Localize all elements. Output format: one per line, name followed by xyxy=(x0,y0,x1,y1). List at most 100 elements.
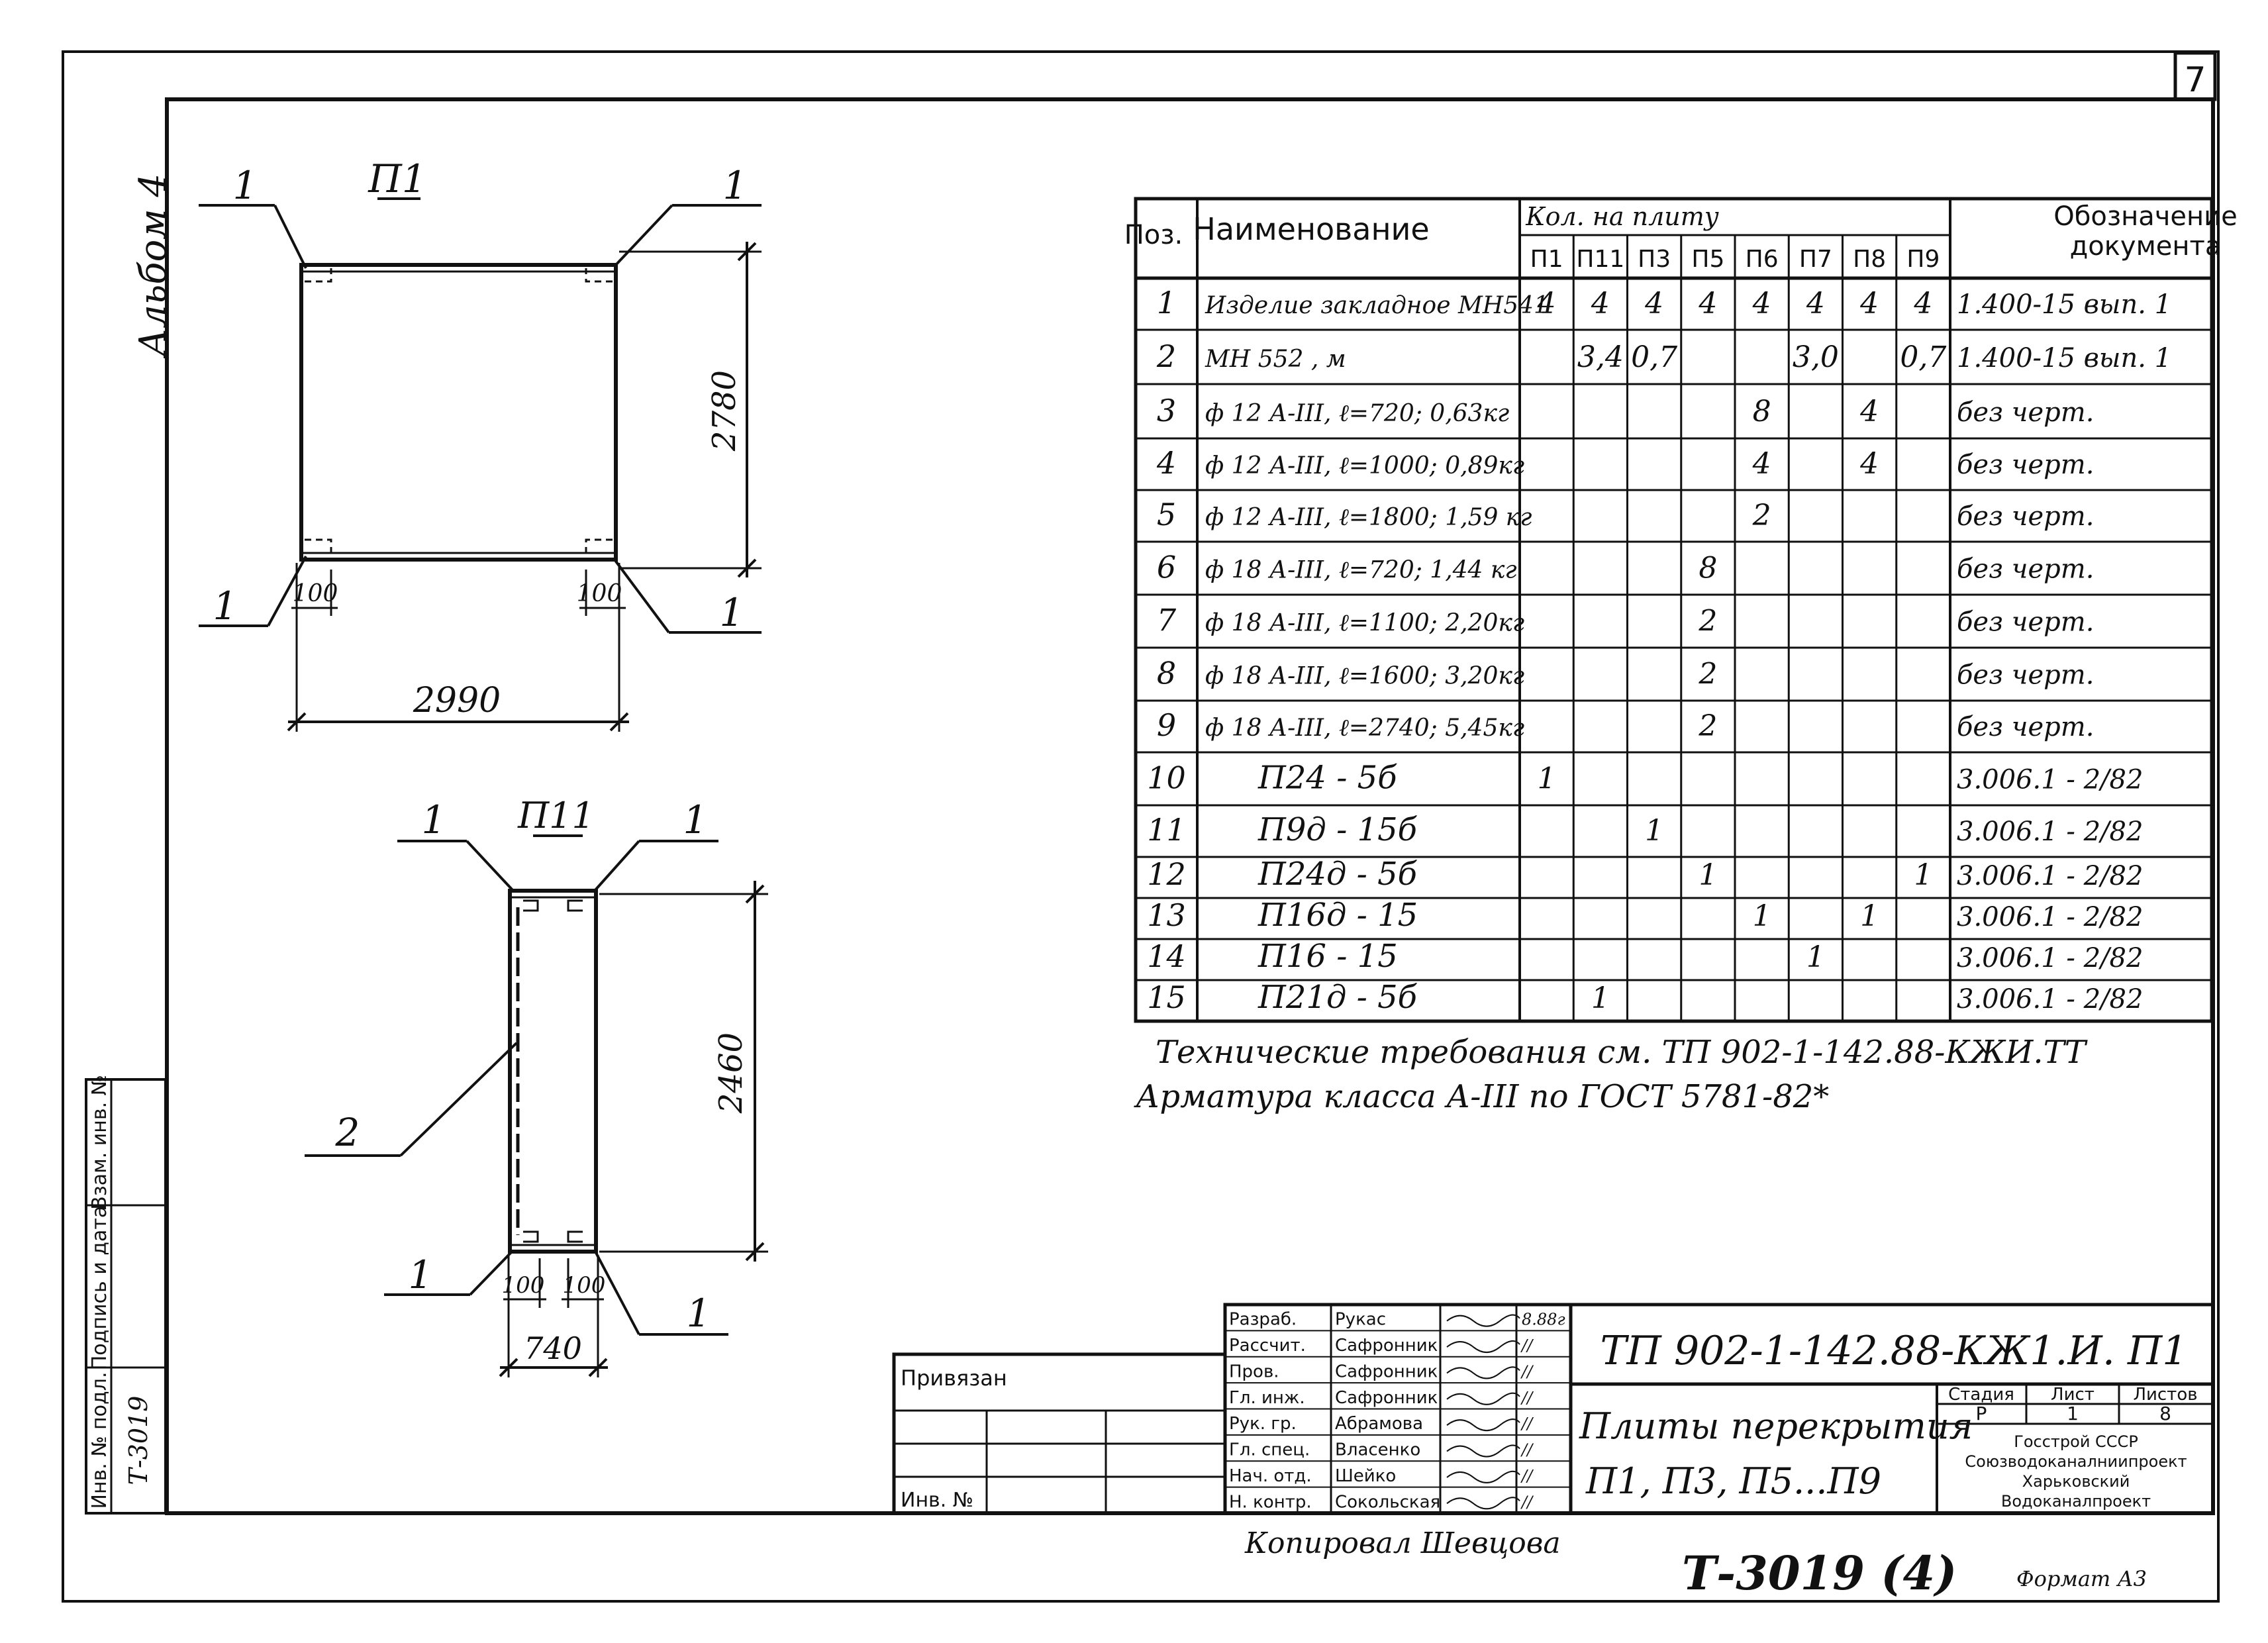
p11-title: П11 xyxy=(517,795,595,836)
p1-dim-offset-left: 100 xyxy=(293,580,338,607)
signature-date: // xyxy=(1520,1467,1534,1485)
spec-qty: 2 xyxy=(1698,709,1717,743)
signature-date: 8.88г xyxy=(1522,1311,1565,1329)
signature-name: Рукас xyxy=(1335,1310,1386,1330)
binding-block: Привязан Инв. № xyxy=(892,1352,1227,1515)
signature-name: Сафронник xyxy=(1335,1388,1438,1408)
spec-doc: 1.400-15 вып. 1 xyxy=(1957,289,2171,320)
drawing-p1: П1 1 1 1 1 2780 xyxy=(199,156,762,732)
spec-qty: 4 xyxy=(1752,447,1771,481)
spec-qty: 4 xyxy=(1806,287,1825,321)
signature-mark xyxy=(1446,1392,1520,1405)
signature-mark xyxy=(1446,1497,1520,1510)
signature-name: Сафронник xyxy=(1335,1362,1438,1381)
p11-callout-top-right: 1 xyxy=(683,797,708,842)
spec-qty: 0,7 xyxy=(1900,340,1946,374)
spec-name: П16 - 15 xyxy=(1257,938,1398,975)
spec-name: П24 - 5б xyxy=(1257,759,1397,796)
notes-line-1: Технические требования см. ТП 902-1-142.… xyxy=(1156,1034,2088,1071)
signature-name: Сокольская xyxy=(1335,1492,1440,1512)
signature-date: // xyxy=(1520,1441,1534,1460)
p1-dim-height: 2780 xyxy=(706,370,743,452)
spec-name: ф 12 А-III, ℓ=1000; 0,89кг xyxy=(1205,452,1524,479)
stamp-inv-number: Т-3019 xyxy=(124,1396,153,1485)
stamp-label-replace: Взам. инв. № xyxy=(88,1075,111,1210)
spec-qty: 4 xyxy=(1698,287,1717,321)
spec-name: ф 18 А-III, ℓ=1100; 2,20кг xyxy=(1205,609,1524,636)
spec-name: ф 18 А-III, ℓ=2740; 5,45кг xyxy=(1205,715,1524,742)
signature-mark xyxy=(1446,1314,1520,1327)
signature-name: Шейко xyxy=(1335,1466,1396,1486)
sheets-value: 8 xyxy=(2159,1403,2171,1424)
signature-name: Сафронник xyxy=(1335,1336,1438,1356)
spec-qty: 8 xyxy=(1699,551,1717,585)
signature-row: Нач. отд. Шейко // xyxy=(1229,1466,1534,1486)
spec-header-pos: Поз. xyxy=(1124,220,1183,250)
stage-value: Р xyxy=(1976,1403,1987,1424)
plate-col-4: П5 xyxy=(1691,246,1724,273)
spec-pos: 7 xyxy=(1157,602,1177,638)
spec-pos: 14 xyxy=(1147,938,1186,974)
signature-role: Гл. спец. xyxy=(1229,1440,1310,1460)
spec-qty: 8 xyxy=(1753,395,1771,428)
signature-date: // xyxy=(1520,1415,1534,1433)
signature-mark xyxy=(1446,1444,1520,1458)
spec-name: П21д - 5б xyxy=(1257,979,1418,1016)
notes-line-2: Арматура класса А-III по ГОСТ 5781-82* xyxy=(1134,1078,1829,1115)
signature-role: Нач. отд. xyxy=(1229,1466,1312,1486)
plate-col-3: П3 xyxy=(1638,246,1671,273)
p1-callout-bottom-right: 1 xyxy=(720,590,744,635)
stage-label: Стадия xyxy=(1948,1385,2014,1405)
sheets-label: Листов xyxy=(2133,1385,2197,1405)
spec-name: П24д - 5б xyxy=(1257,856,1418,893)
signature-role: Пров. xyxy=(1229,1362,1279,1381)
plate-col-8: П9 xyxy=(1906,246,1940,273)
signature-role: Гл. инж. xyxy=(1229,1388,1305,1408)
spec-qty: 2 xyxy=(1698,657,1717,691)
signature-row: Рук. гр.Абрамова// xyxy=(1229,1414,1534,1434)
spec-pos: 15 xyxy=(1147,979,1186,1015)
spec-doc: 1.400-15 вып. 1 xyxy=(1957,343,2171,373)
plate-col-2: П11 xyxy=(1576,246,1624,273)
spec-name: Изделие закладное МН541 xyxy=(1205,292,1549,319)
p1-callout-top-left: 1 xyxy=(233,163,258,208)
copied-by: Копировал Шевцова xyxy=(1244,1526,1561,1560)
p1-title: П1 xyxy=(368,156,426,201)
spec-qty: 0,7 xyxy=(1631,340,1677,374)
spec-doc: без черт. xyxy=(1957,660,2094,690)
spec-doc: без черт. xyxy=(1957,397,2094,428)
spec-doc: 3.006.1 - 2/82 xyxy=(1957,984,2143,1015)
spec-qty: 4 xyxy=(1752,287,1771,321)
p11-dim-width: 740 xyxy=(524,1330,582,1366)
title-line-1: Плиты перекрытия xyxy=(1579,1405,1973,1447)
spec-qty: 1 xyxy=(1591,981,1610,1015)
signature-mark xyxy=(1446,1470,1520,1483)
archive-number: Т-3019 (4) xyxy=(1682,1546,1957,1601)
signature-name: Власенко xyxy=(1335,1440,1420,1460)
spec-qty: 1 xyxy=(1914,858,1932,892)
spec-name: ф 18 А-III, ℓ=1600; 3,20кг xyxy=(1205,662,1524,689)
signature-mark xyxy=(1446,1419,1520,1432)
left-stamp: Инв. № подл. Подпись и дата Взам. инв. №… xyxy=(85,1075,167,1515)
spec-qty: 1 xyxy=(1538,762,1556,795)
sheet-number: 7 xyxy=(2184,60,2206,100)
spec-qty: 1 xyxy=(1753,899,1771,933)
plate-col-7: П8 xyxy=(1853,246,1886,273)
org-line-2: Союзводоканалниипроект xyxy=(1965,1452,2187,1471)
spec-pos: 4 xyxy=(1156,445,1176,481)
signature-mark xyxy=(1446,1366,1520,1379)
spec-doc: 3.006.1 - 2/82 xyxy=(1957,861,2143,891)
spec-doc: 3.006.1 - 2/82 xyxy=(1957,902,2143,932)
signature-date: // xyxy=(1520,1493,1534,1511)
p1-plate-outline xyxy=(299,263,618,562)
spec-qty: 4 xyxy=(1591,287,1610,321)
org-line-3: Харьковский xyxy=(2022,1472,2130,1491)
spec-pos: 1 xyxy=(1157,285,1176,321)
plate-col-1: П1 xyxy=(1530,246,1563,273)
p11-dim-height: 2460 xyxy=(713,1032,750,1114)
